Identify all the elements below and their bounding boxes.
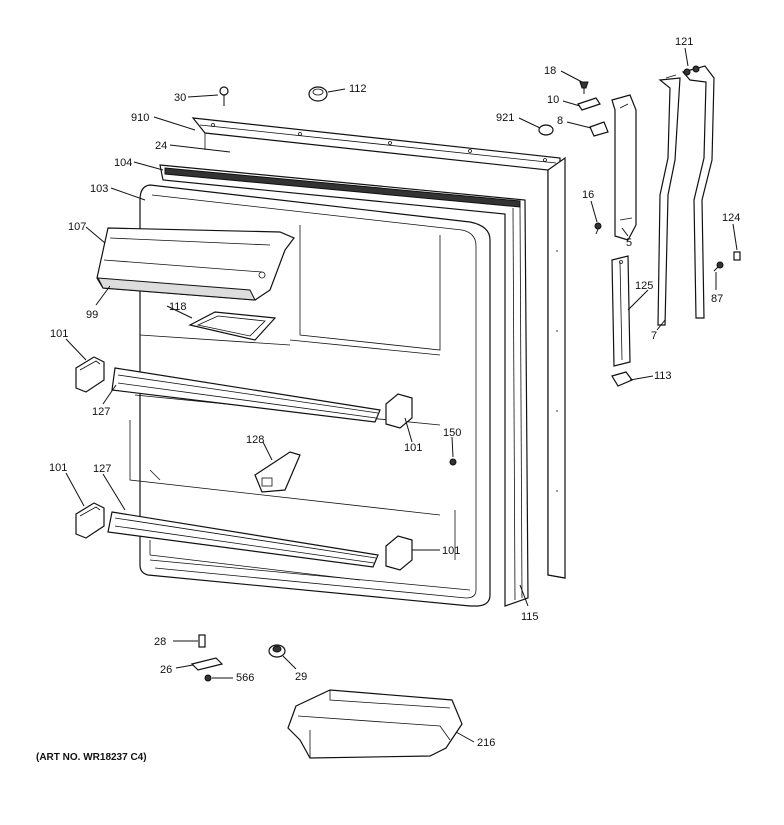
callout-101-right-upper: 101 xyxy=(404,442,422,454)
callout-121: 121 xyxy=(675,36,693,48)
callout-labels: 30 112 910 24 104 103 107 99 118 101 127… xyxy=(49,36,740,749)
shelf-cap-left-lower xyxy=(75,502,105,539)
callout-566: 566 xyxy=(236,672,254,684)
leader-lines xyxy=(65,47,738,743)
shelf-cap-left-upper xyxy=(75,356,105,393)
callout-101-left-lower: 101 xyxy=(49,462,67,474)
callout-24: 24 xyxy=(155,140,167,152)
callout-127-upper: 127 xyxy=(92,406,110,418)
callout-99: 99 xyxy=(86,309,98,321)
screw-87 xyxy=(713,261,724,272)
callout-921: 921 xyxy=(496,112,514,124)
callout-216: 216 xyxy=(477,737,495,749)
callout-112: 112 xyxy=(349,83,367,95)
callout-18: 18 xyxy=(544,65,556,77)
callout-127-lower: 127 xyxy=(93,463,111,475)
callout-26: 26 xyxy=(160,664,172,676)
outer-door-panel xyxy=(191,117,566,579)
hinge-5 xyxy=(611,94,637,241)
callout-103: 103 xyxy=(90,183,108,195)
pin-28 xyxy=(198,634,206,648)
trim-125 xyxy=(611,255,631,367)
callout-910: 910 xyxy=(131,112,149,124)
dairy-door xyxy=(96,227,295,301)
block-113 xyxy=(611,371,633,387)
callout-118: 118 xyxy=(169,301,187,313)
callout-8: 8 xyxy=(557,115,563,127)
callout-107: 107 xyxy=(68,221,86,233)
callout-87: 87 xyxy=(711,293,723,305)
callout-113: 113 xyxy=(654,370,672,382)
callout-150: 150 xyxy=(443,427,461,439)
callout-28: 28 xyxy=(154,636,166,648)
callout-29: 29 xyxy=(295,671,307,683)
callout-101-left-upper: 101 xyxy=(50,328,68,340)
screw-16 xyxy=(594,222,602,235)
screw-30 xyxy=(219,86,229,106)
shelf-bracket xyxy=(254,451,301,493)
callout-104: 104 xyxy=(114,157,132,169)
callout-30: 30 xyxy=(174,92,186,104)
art-number: (ART NO. WR18237 C4) xyxy=(36,752,147,763)
screw-150 xyxy=(449,458,457,466)
callout-115: 115 xyxy=(521,611,539,623)
callout-7: 7 xyxy=(651,330,657,342)
lower-shelf xyxy=(107,511,379,581)
plug-921 xyxy=(538,124,554,136)
callout-125: 125 xyxy=(635,280,653,292)
plate-26 xyxy=(190,657,224,671)
callout-124: 124 xyxy=(722,212,740,224)
cap-29 xyxy=(268,644,286,658)
callout-10: 10 xyxy=(547,94,559,106)
callout-5: 5 xyxy=(626,237,632,249)
screw-18 xyxy=(579,81,589,94)
screw-124 xyxy=(733,251,741,261)
shelf-cap-right-lower xyxy=(385,535,413,571)
door-handle xyxy=(657,65,715,326)
upper-shelf xyxy=(111,367,381,423)
shim-10 xyxy=(577,97,601,111)
callout-128: 128 xyxy=(246,434,264,446)
callout-101-right-lower: 101 xyxy=(442,545,460,557)
utility-tray xyxy=(188,311,277,341)
plug-112 xyxy=(308,86,328,102)
shim-8 xyxy=(589,121,609,137)
door-gasket xyxy=(159,164,529,607)
door-bin xyxy=(287,689,463,759)
callout-16: 16 xyxy=(582,189,594,201)
screw-566 xyxy=(204,674,212,682)
